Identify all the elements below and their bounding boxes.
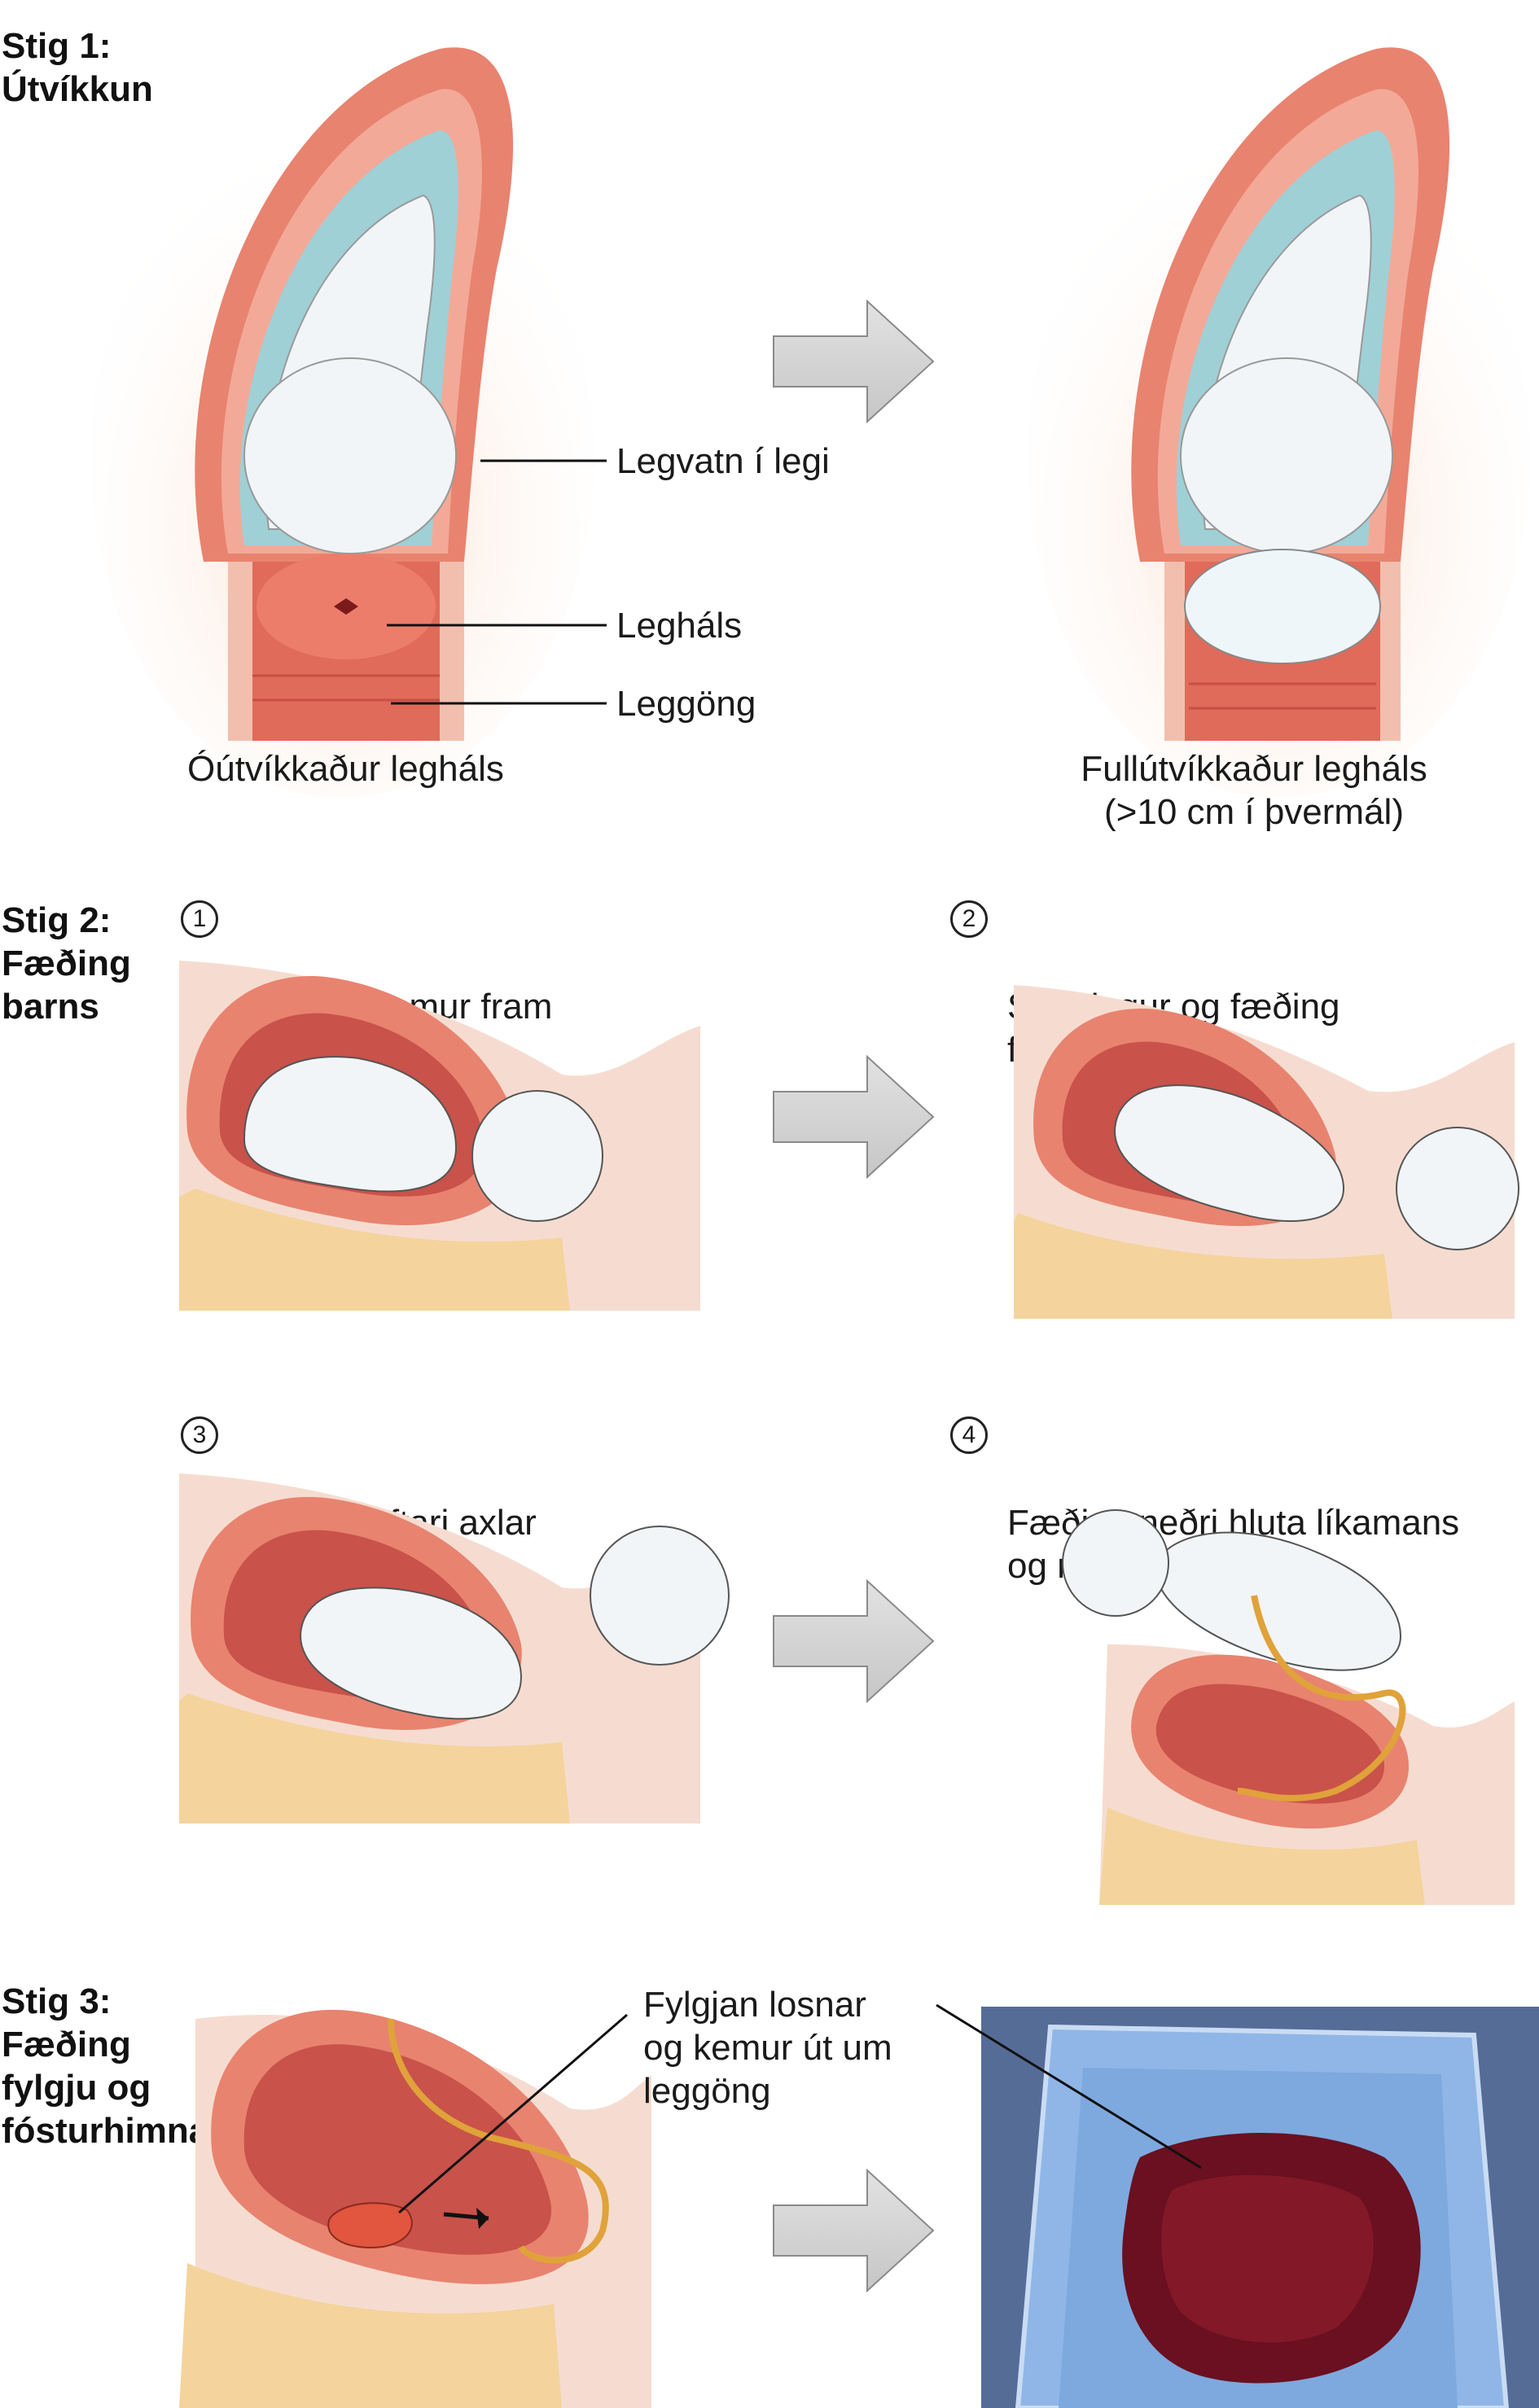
arrow-stage2-bottom xyxy=(773,1578,935,1704)
step-1-number: 1 xyxy=(181,900,218,938)
birth-panel-1 xyxy=(179,961,700,1311)
step-4-number: 4 xyxy=(950,1416,988,1454)
stage3-title: Stig 3: Fæðing fylgju og fósturhimna xyxy=(2,1981,209,2151)
stage2-title: Stig 2: Fæðing barns xyxy=(2,900,131,1027)
arrow-stage2-top xyxy=(773,1054,935,1180)
leader-placenta-right xyxy=(936,2003,1202,2169)
placenta-photo xyxy=(981,2007,1539,2408)
birth-panel-4 xyxy=(1062,1509,1515,1905)
caption-dilated: Fullútvíkkaður legháls (>10 cm í þvermál… xyxy=(1081,749,1427,832)
uterus-dilated xyxy=(1026,47,1531,798)
step-3-number: 3 xyxy=(181,1416,218,1454)
birth-panel-3 xyxy=(179,1473,730,1824)
arrow-stage3 xyxy=(773,2168,935,2293)
label-amniotic-fluid: Legvatn í legi xyxy=(616,441,830,481)
uterus-undilated xyxy=(90,47,594,798)
leader-placenta-left xyxy=(398,2013,628,2214)
label-vagina: Leggöng xyxy=(616,684,756,724)
caption-undilated: Óútvíkkaður legháls xyxy=(187,749,504,789)
step-2-number: 2 xyxy=(950,900,988,938)
stage1-title: Stig 1: Útvíkkun xyxy=(2,26,153,109)
arrow-stage1 xyxy=(773,299,935,424)
placenta-delivery xyxy=(179,2009,651,2408)
birth-panel-2 xyxy=(1014,985,1519,1319)
label-cervix: Legháls xyxy=(616,606,743,646)
label-placenta: Fylgjan losnar og kemur út um leggöng xyxy=(643,1985,892,2111)
